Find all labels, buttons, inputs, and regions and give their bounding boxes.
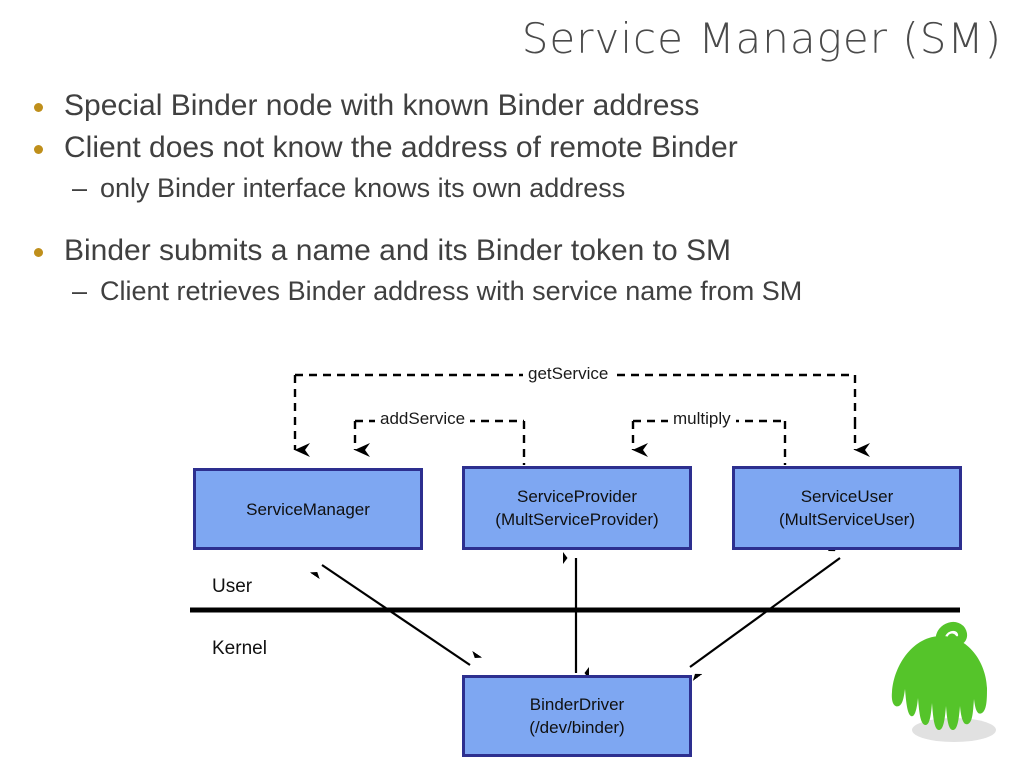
bullet-text: Client does not know the address of remo… <box>64 131 738 164</box>
node-servicemanager[interactable]: ServiceManager <box>193 468 423 550</box>
bullet-dot-icon <box>34 248 43 257</box>
node-serviceprovider[interactable]: ServiceProvider (MultServiceProvider) <box>462 466 692 550</box>
node-label-line1: ServiceManager <box>246 499 370 519</box>
node-label-line1: BinderDriver <box>529 695 625 714</box>
bullet-item-2-sub-1: – only Binder interface knows its own ad… <box>22 170 1007 207</box>
edge-servicemanager-binderdriver <box>309 564 483 666</box>
bullet-spacer <box>22 207 1007 231</box>
green-mascot-icon <box>891 621 996 742</box>
bullet-list: Special Binder node with known Binder ad… <box>22 86 1007 310</box>
bullet-item-3-sub-1: – Client retrieves Binder address with s… <box>22 273 1007 310</box>
edge-label-addservice: addService <box>375 409 471 429</box>
mascot-body <box>891 636 987 730</box>
dash-icon: – <box>72 276 88 306</box>
bullet-text: Binder submits a name and its Binder tok… <box>64 234 732 267</box>
page-title: Service Manager (SM) <box>521 14 1002 63</box>
bullet-dot-icon <box>34 103 43 112</box>
edge-label-multiply: multiply <box>668 409 736 429</box>
layer-label-user: User <box>212 576 253 597</box>
mascot-shadow <box>912 718 996 742</box>
edge-serviceuser-binderdriver <box>689 543 841 682</box>
node-binderdriver[interactable]: BinderDriver (/dev/binder) <box>462 675 692 757</box>
node-label-line1: ServiceUser <box>800 487 894 506</box>
bullet-text: only Binder interface knows its own addr… <box>100 173 626 203</box>
dash-icon: – <box>72 173 88 203</box>
binder-architecture-diagram: ServiceManager ServiceProvider (MultServ… <box>0 355 1024 767</box>
node-label-line2: (/dev/binder) <box>529 718 625 737</box>
node-serviceuser[interactable]: ServiceUser (MultServiceUser) <box>732 466 962 550</box>
bullet-item-3: Binder submits a name and its Binder tok… <box>22 231 1007 271</box>
node-label-line1: ServiceProvider <box>517 487 637 506</box>
bullet-item-1: Special Binder node with known Binder ad… <box>22 86 1007 126</box>
node-label-line2: (MultServiceUser) <box>778 510 916 529</box>
edge-label-getservice: getService <box>523 364 614 384</box>
bullet-text: Client retrieves Binder address with ser… <box>100 276 803 306</box>
layer-label-kernel: Kernel <box>212 638 267 659</box>
bullet-item-2: Client does not know the address of remo… <box>22 128 1007 168</box>
bullet-text: Special Binder node with known Binder ad… <box>64 89 700 122</box>
node-label-line2: (MultServiceProvider) <box>495 510 659 529</box>
bullet-dot-icon <box>34 145 43 154</box>
